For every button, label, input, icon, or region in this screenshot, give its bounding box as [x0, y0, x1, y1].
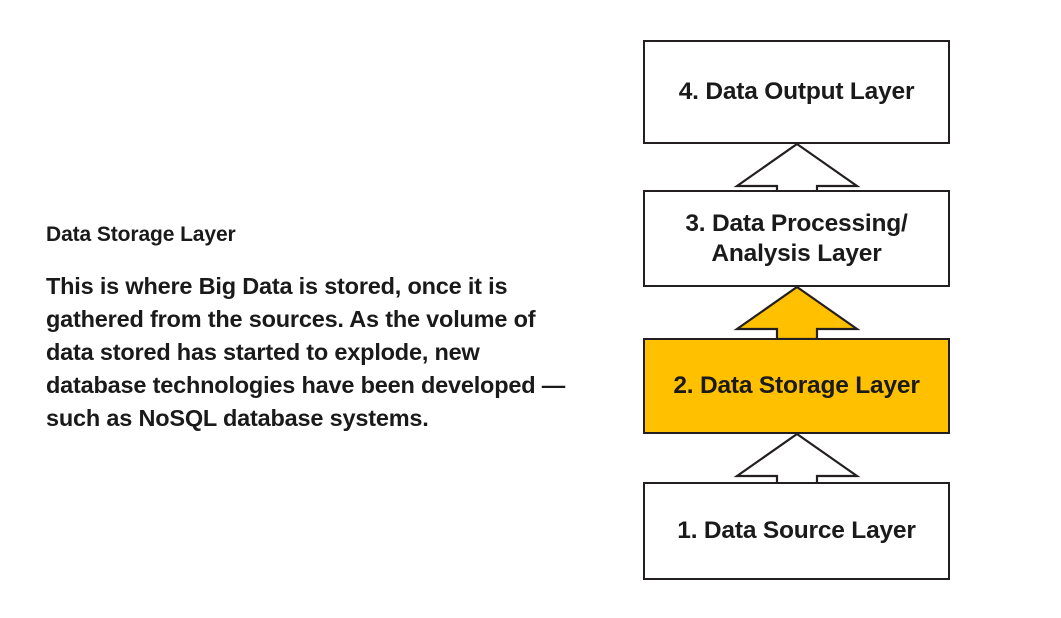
- arrow-storage-to-processing: [643, 285, 950, 341]
- big-data-layers-diagram: 4. Data Output Layer 3. Data Processing/…: [643, 40, 950, 580]
- layer-label-data-output: 4. Data Output Layer: [678, 78, 915, 105]
- layer-box-data-processing[interactable]: 3. Data Processing/ Analysis Layer: [643, 190, 950, 287]
- panel-body-text: This is where Big Data is stored, once i…: [46, 273, 566, 431]
- layer-label-data-storage: 2. Data Storage Layer: [673, 372, 920, 399]
- layer-label-data-source: 1. Data Source Layer: [677, 517, 916, 544]
- description-panel: Data Storage Layer This is where Big Dat…: [46, 222, 586, 435]
- layer-label-data-processing: 3. Data Processing/ Analysis Layer: [685, 209, 908, 267]
- arrow-up-icon: [733, 432, 861, 488]
- layer-box-data-source[interactable]: 1. Data Source Layer: [643, 482, 950, 580]
- layer-box-data-output[interactable]: 4. Data Output Layer: [643, 40, 950, 144]
- panel-heading: Data Storage Layer: [46, 223, 236, 246]
- layer-box-data-storage[interactable]: 2. Data Storage Layer: [643, 338, 950, 434]
- arrow-source-to-storage: [643, 432, 950, 488]
- arrow-up-icon: [733, 285, 861, 341]
- arrow-up-icon: [733, 142, 861, 198]
